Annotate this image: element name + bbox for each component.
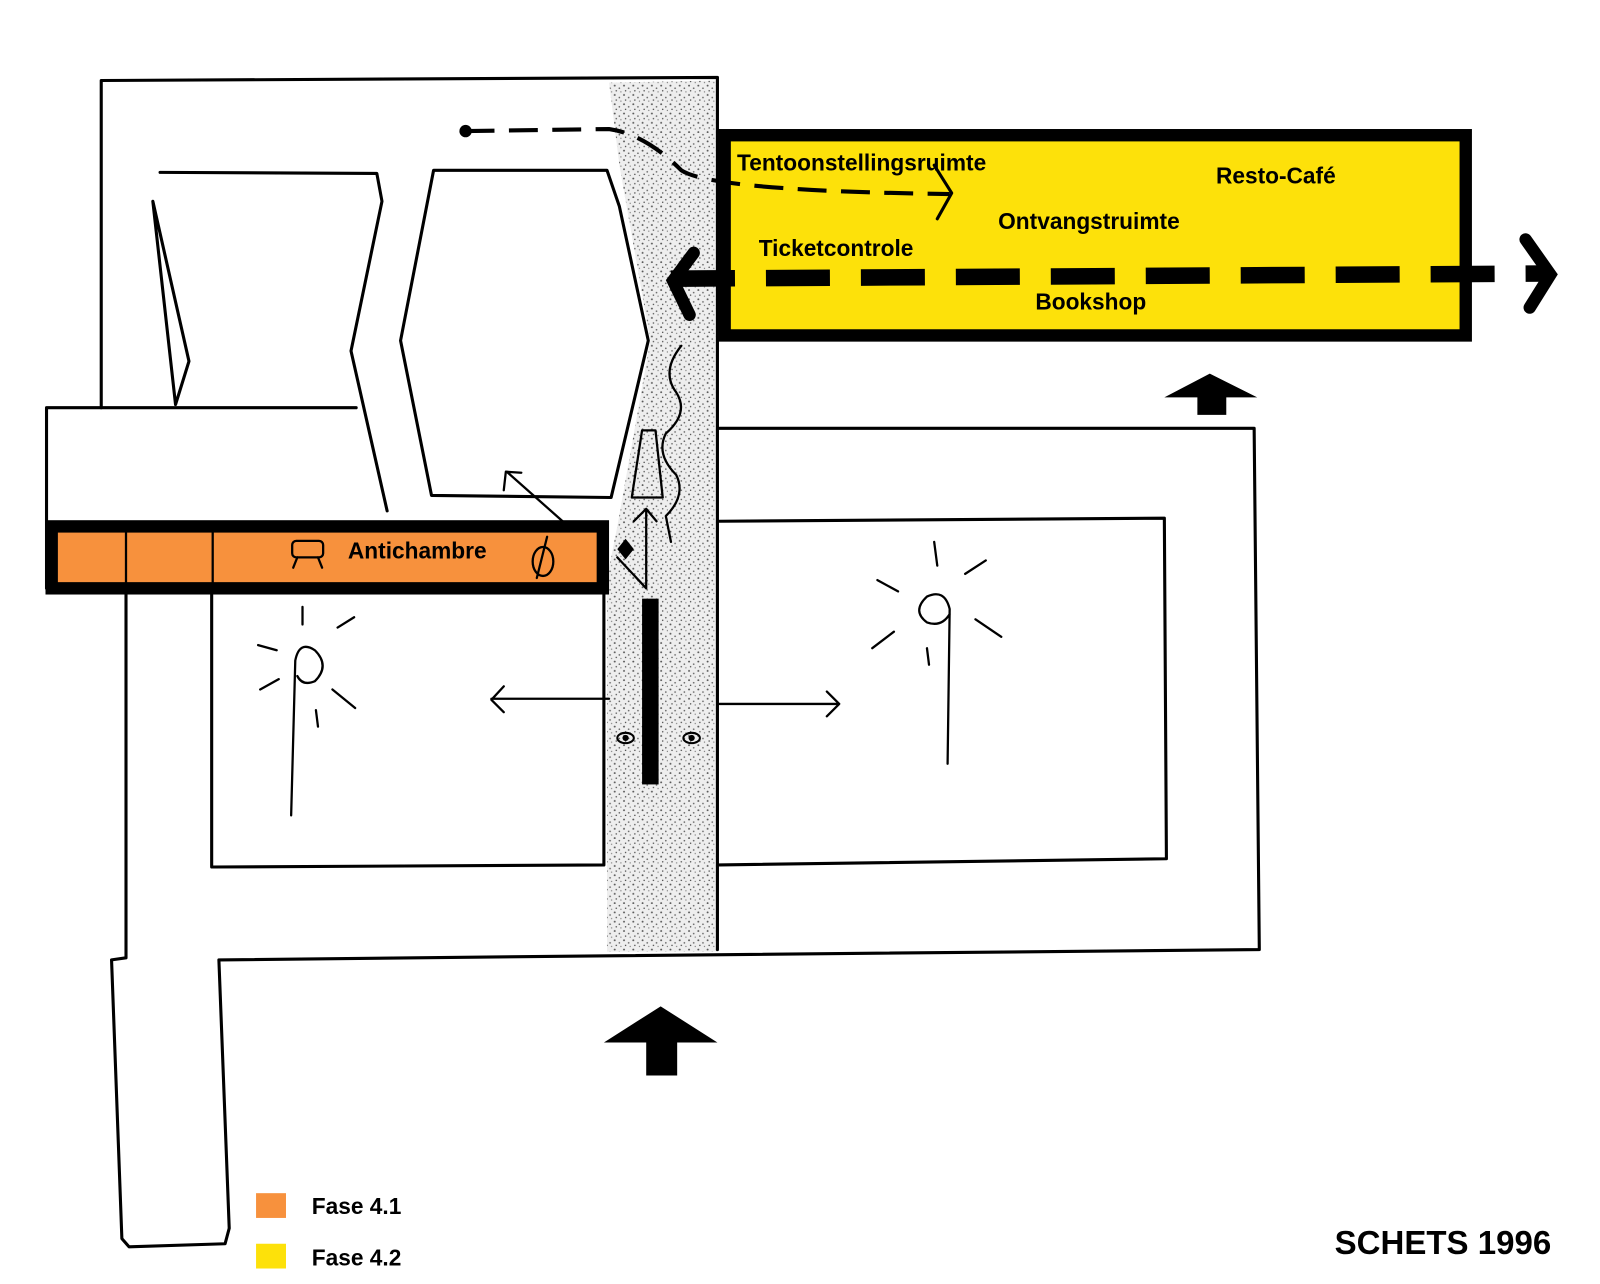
stippled-corridor <box>606 80 718 952</box>
upper-room-left <box>151 170 389 513</box>
lower-room-right <box>717 516 1168 867</box>
lamp-figure-icon <box>256 605 357 817</box>
eye-icon <box>616 731 635 745</box>
antichambre-dividers <box>124 530 214 585</box>
legend: Fase 4.1 Fase 4.2 <box>256 1193 402 1270</box>
main-axis-arrow-left <box>665 246 700 321</box>
label-ticketcontrole: Ticketcontrole <box>759 235 914 261</box>
path-start-dot <box>459 124 472 138</box>
lower-room-left <box>210 591 606 869</box>
visitor-route-dashed <box>465 126 950 197</box>
phase-4-2-area <box>718 129 1472 342</box>
label-tentoonstellingsruimte: Tentoonstellingsruimte <box>737 149 986 175</box>
corridor-up-arrow <box>616 507 658 590</box>
main-axis-dashed <box>670 265 1549 287</box>
main-axis-arrow-right <box>1519 233 1558 314</box>
armchair-icon <box>291 539 325 569</box>
legend-label-fase-4-1: Fase 4.1 <box>312 1193 402 1219</box>
corridor-niche <box>630 429 664 499</box>
eye-icon <box>682 731 701 745</box>
arrow-left <box>490 685 611 714</box>
wavy-line <box>661 344 683 544</box>
main-entrance-arrow-icon <box>603 1006 718 1076</box>
building-outline <box>99 75 719 952</box>
arrow-right <box>718 690 841 718</box>
upper-room-right <box>399 168 650 500</box>
corridor-wall-bar <box>642 598 659 785</box>
entrance-arrow-icon <box>1164 373 1258 415</box>
legend-swatch-fase-4-1 <box>256 1193 286 1218</box>
label-antichambre: Antichambre <box>348 537 487 563</box>
label-resto-cafe: Resto-Café <box>1216 163 1336 189</box>
legend-label-fase-4-2: Fase 4.2 <box>312 1244 402 1270</box>
sketch-title: SCHETS 1996 <box>1335 1224 1552 1261</box>
diagonal-arrow <box>502 470 564 523</box>
label-ontvangstruimte: Ontvangstruimte <box>998 208 1180 234</box>
cello-icon <box>531 535 555 580</box>
label-bookshop: Bookshop <box>1035 289 1146 315</box>
lamp-figure-icon <box>871 540 1003 765</box>
phase-4-1-area <box>45 520 610 595</box>
legend-swatch-fase-4-2 <box>256 1243 286 1269</box>
route-arrowhead <box>932 163 954 221</box>
